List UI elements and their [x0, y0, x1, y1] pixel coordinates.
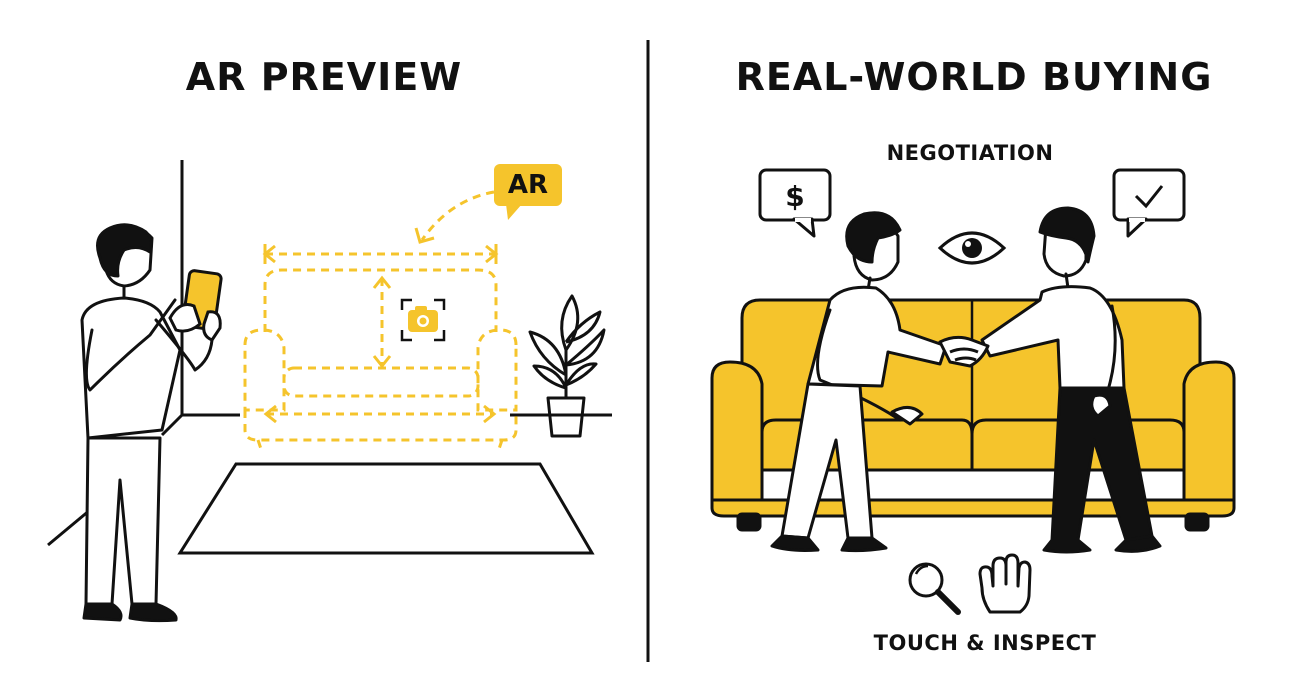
room-corner — [47, 160, 612, 547]
negotiation-caption: NEGOTIATION — [886, 141, 1054, 165]
smartphone-icon — [168, 269, 223, 342]
person-with-phone — [80, 223, 214, 623]
hand-icon — [978, 553, 1032, 614]
plant-icon — [528, 294, 606, 438]
handshake — [938, 335, 990, 368]
seller-figure — [980, 206, 1162, 554]
eye-icon — [937, 231, 1007, 265]
dimension-arrowheads — [262, 227, 499, 424]
price-bubble-symbol: $ — [785, 180, 804, 213]
touch-inspect-caption: TOUCH & INSPECT — [873, 631, 1097, 655]
buyer-figure — [770, 211, 948, 553]
ar-preview-title: AR PREVIEW — [185, 55, 463, 99]
floor-rug — [177, 462, 595, 555]
ar-badge-label: AR — [507, 170, 549, 200]
ar-virtual-sofa — [243, 190, 518, 453]
magnifier-icon — [908, 562, 961, 615]
camera-icon — [400, 298, 446, 342]
check-speech-bubble-icon — [1112, 168, 1186, 238]
ar-badge — [494, 164, 562, 220]
real-world-buying-title: REAL-WORLD BUYING — [735, 55, 1213, 99]
dollar-speech-bubble-icon: $ — [758, 168, 832, 238]
